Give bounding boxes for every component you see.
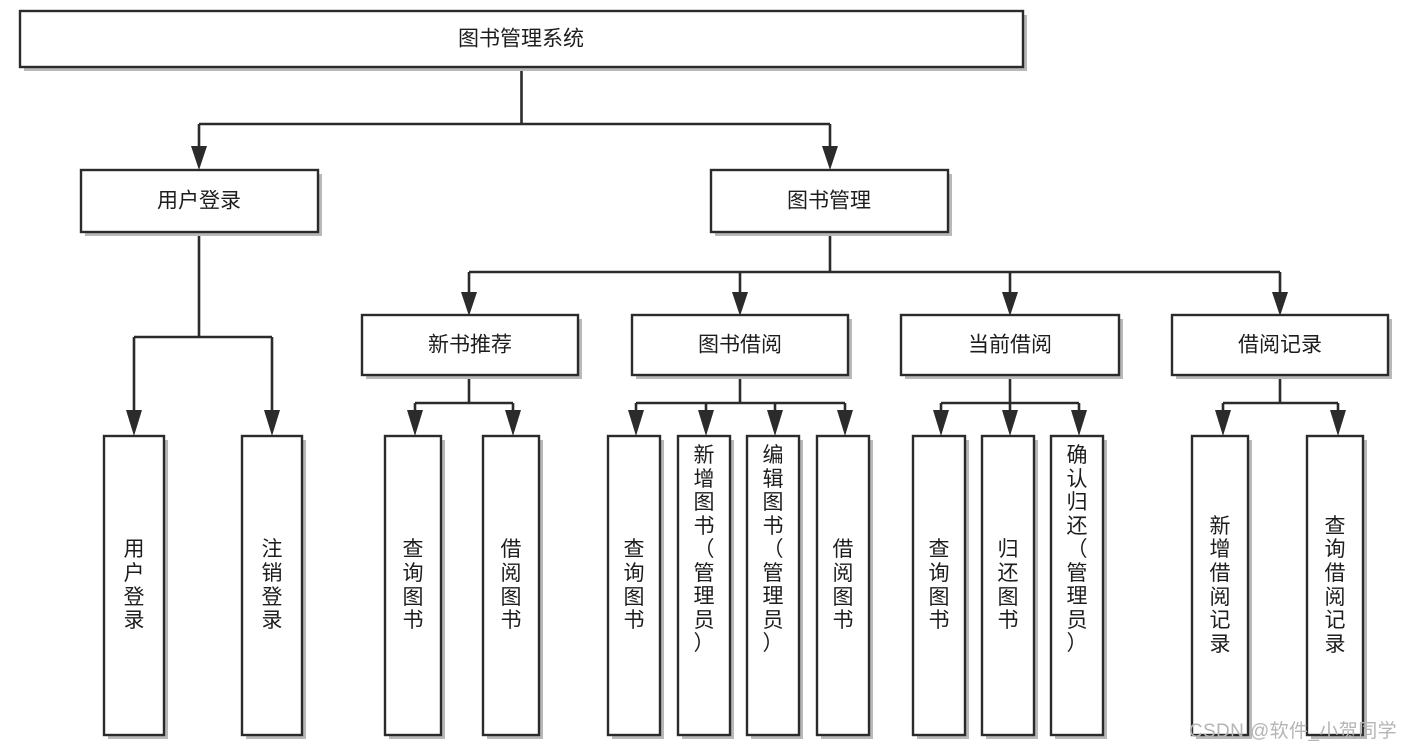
node-leaf-return-book[interactable]: [980, 434, 1038, 739]
arrow-leaf-edit-book: [767, 410, 783, 436]
arrow-leaf-query-book-1: [407, 410, 423, 436]
arrow-to-book-borrow: [732, 292, 748, 316]
node-book-borrow[interactable]: 图书借阅: [630, 313, 852, 379]
node-leaf-query-book-2[interactable]: [606, 434, 664, 739]
watermark-text: CSDN @软件_小贺同学: [1188, 721, 1397, 742]
node-leaf-user-login[interactable]: [102, 434, 168, 739]
node-leaf-confirm-return[interactable]: [1049, 434, 1107, 739]
arrow-leaf-add-record: [1215, 410, 1231, 436]
node-current-borrow[interactable]: 当前借阅: [899, 313, 1123, 379]
node-leaf-edit-book[interactable]: [745, 434, 803, 739]
arrow-leaf-borrow-book-2: [837, 410, 853, 436]
arrow-leaf-query-record: [1330, 410, 1346, 436]
arrow-leaf-return-book: [1002, 410, 1018, 436]
arrow-leaf-user-login: [126, 410, 142, 436]
node-book-borrow-label: 图书借阅: [698, 334, 782, 357]
arrow-to-user-login: [191, 146, 207, 170]
arrow-leaf-query-book-2: [628, 410, 644, 436]
arrow-to-new-book: [461, 292, 477, 316]
arrow-to-book-management: [822, 146, 838, 170]
arrow-leaf-confirm-return: [1071, 410, 1087, 436]
node-user-login[interactable]: 用户登录: [79, 168, 322, 236]
node-leaf-add-book[interactable]: [676, 434, 734, 739]
arrow-leaf-query-book-3: [933, 410, 949, 436]
node-book-management-label: 图书管理: [787, 190, 871, 213]
node-user-login-label: 用户登录: [157, 190, 241, 213]
node-leaf-borrow-book-1[interactable]: [481, 434, 543, 739]
leaf-boxes-group: [102, 434, 1367, 739]
node-leaf-query-record[interactable]: [1305, 434, 1367, 739]
arrow-leaf-logout-login: [264, 410, 280, 436]
connectors-group: [126, 67, 1346, 436]
node-borrow-record[interactable]: 借阅记录: [1170, 313, 1392, 379]
node-borrow-record-label: 借阅记录: [1238, 334, 1322, 357]
node-book-management[interactable]: 图书管理: [709, 168, 952, 236]
node-leaf-query-book-3[interactable]: [911, 434, 969, 739]
node-leaf-borrow-book-2[interactable]: [815, 434, 873, 739]
arrow-leaf-add-book: [698, 410, 714, 436]
node-new-book-recommend[interactable]: 新书推荐: [360, 313, 582, 379]
arrow-to-borrow-record: [1272, 292, 1288, 316]
node-leaf-add-record[interactable]: [1190, 434, 1252, 739]
node-new-book-recommend-label: 新书推荐: [428, 334, 512, 357]
node-leaf-logout-login[interactable]: [240, 434, 306, 739]
arrow-leaf-borrow-book-1: [505, 410, 521, 436]
node-root-label: 图书管理系统: [458, 28, 584, 51]
node-leaf-query-book-1[interactable]: [383, 434, 445, 739]
arrow-to-current-borrow: [1002, 292, 1018, 316]
node-current-borrow-label: 当前借阅: [968, 334, 1052, 357]
node-root[interactable]: 图书管理系统: [18, 9, 1027, 71]
